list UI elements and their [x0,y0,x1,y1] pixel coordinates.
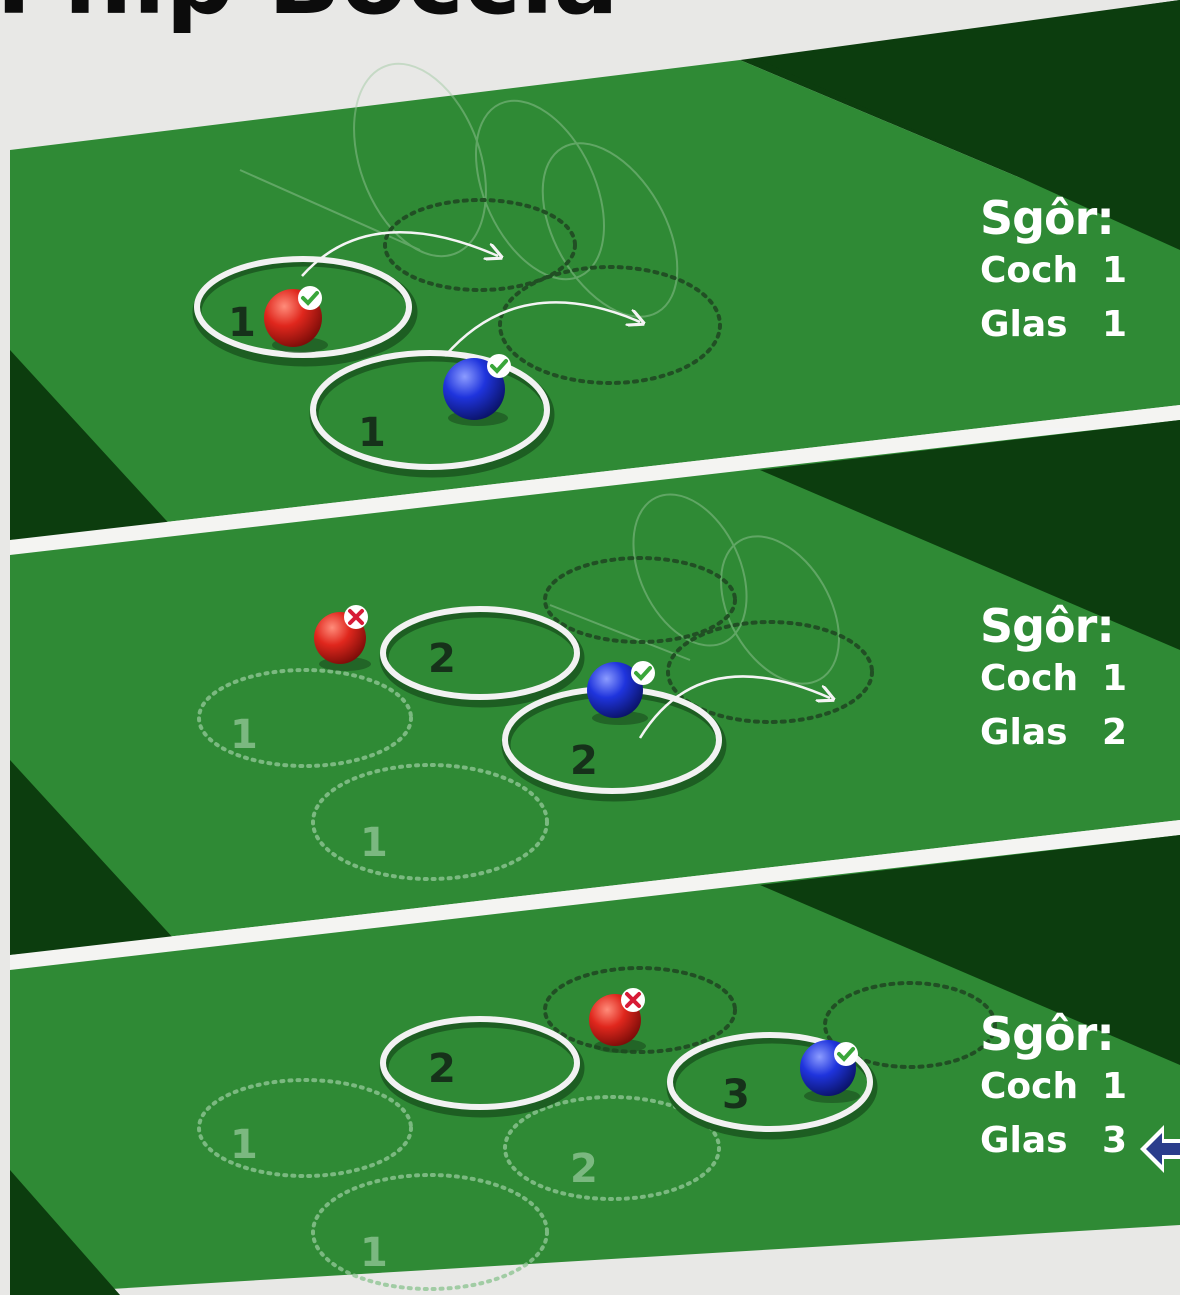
check-icon [631,661,655,685]
curved-arrow-icon [444,301,640,357]
arrow-left-icon [1140,1125,1180,1173]
dotted-ring [498,265,722,385]
hoop-red [380,1016,580,1110]
hoop-red [380,606,580,700]
dotted-ring [543,556,737,644]
hoop-blue [667,1032,873,1132]
team-score: 2 [1102,712,1128,753]
team-name: Glas [980,1120,1068,1161]
field-edge-right [760,835,1180,1065]
cross-icon [344,605,368,629]
hoop-number: 2 [570,738,598,784]
field-surface [10,835,1180,1295]
check-icon [834,1042,858,1066]
dotted-ring [666,620,874,724]
panel-divider [10,405,1180,555]
cross-icon [621,988,645,1012]
hoop-number: 2 [428,1046,456,1092]
faded-hoop-number: 2 [570,1146,598,1192]
score-row-blue: Glas 3 [980,1114,1170,1168]
hoop-number: 1 [358,410,386,456]
team-name: Coch [980,1066,1079,1107]
field-edge-left [10,350,175,540]
hoop-number: 3 [722,1072,750,1118]
field-edge-left [10,760,175,955]
scoreboard-2: Sgôr: Coch 1 Glas 2 [980,600,1170,760]
hoop-number: 2 [428,636,456,682]
faded-hoop-number: 1 [230,712,258,758]
motion-trails [239,62,679,318]
motion-trails [549,493,840,685]
page-title: Fflip Boccia [0,0,618,28]
team-name: Coch [980,250,1079,291]
field-surface [10,60,1180,540]
dotted-ring [383,198,577,292]
team-name: Glas [980,712,1068,753]
panel-divider [10,820,1180,970]
faded-ring [197,1078,413,1178]
hoop-blue [310,350,550,470]
blue-ball [587,662,643,718]
scoreboard-1: Sgôr: Coch 1 Glas 1 [980,192,1170,352]
hoop-red [194,256,412,358]
field-edge-left [10,1170,120,1295]
team-score: 1 [1102,658,1128,699]
panel-2: 2 2 1 1 [10,420,1180,955]
score-row-blue: Glas 1 [980,298,1170,352]
score-heading: Sgôr: [980,191,1115,245]
score-row-red: Coch 1 [980,244,1170,298]
score-heading: Sgôr: [980,599,1115,653]
panel-1: 1 1 [10,0,1180,540]
team-score: 1 [1102,304,1128,345]
dotted-ring [823,981,997,1069]
field-edge-right [760,0,1180,250]
team-name: Coch [980,658,1079,699]
faded-ring [311,1173,549,1291]
faded-ring [311,763,549,881]
faded-hoop-number: 1 [360,820,388,866]
field-edge-right [760,420,1180,650]
team-score: 3 [1102,1120,1128,1161]
check-icon [487,354,511,378]
scoreboard-3: Sgôr: Coch 1 Glas 3 [980,1008,1170,1168]
faded-hoop-number: 1 [230,1122,258,1168]
faded-ring [197,668,413,768]
hoop-number: 1 [228,300,256,346]
curved-arrow-icon [301,231,498,277]
blue-ball [443,358,505,420]
faded-ring [503,1095,721,1201]
faded-hoop-number: 1 [360,1230,388,1276]
curved-arrow-icon [638,675,830,739]
score-row-red: Coch 1 [980,652,1170,706]
score-row-blue: Glas 2 [980,706,1170,760]
panel-3: 2 3 1 2 1 [10,835,1180,1295]
team-score: 1 [1102,250,1128,291]
check-icon [298,286,322,310]
dotted-ring [543,966,737,1054]
score-heading: Sgôr: [980,1007,1115,1061]
team-score: 1 [1102,1066,1128,1107]
team-name: Glas [980,304,1068,345]
score-row-red: Coch 1 [980,1060,1170,1114]
